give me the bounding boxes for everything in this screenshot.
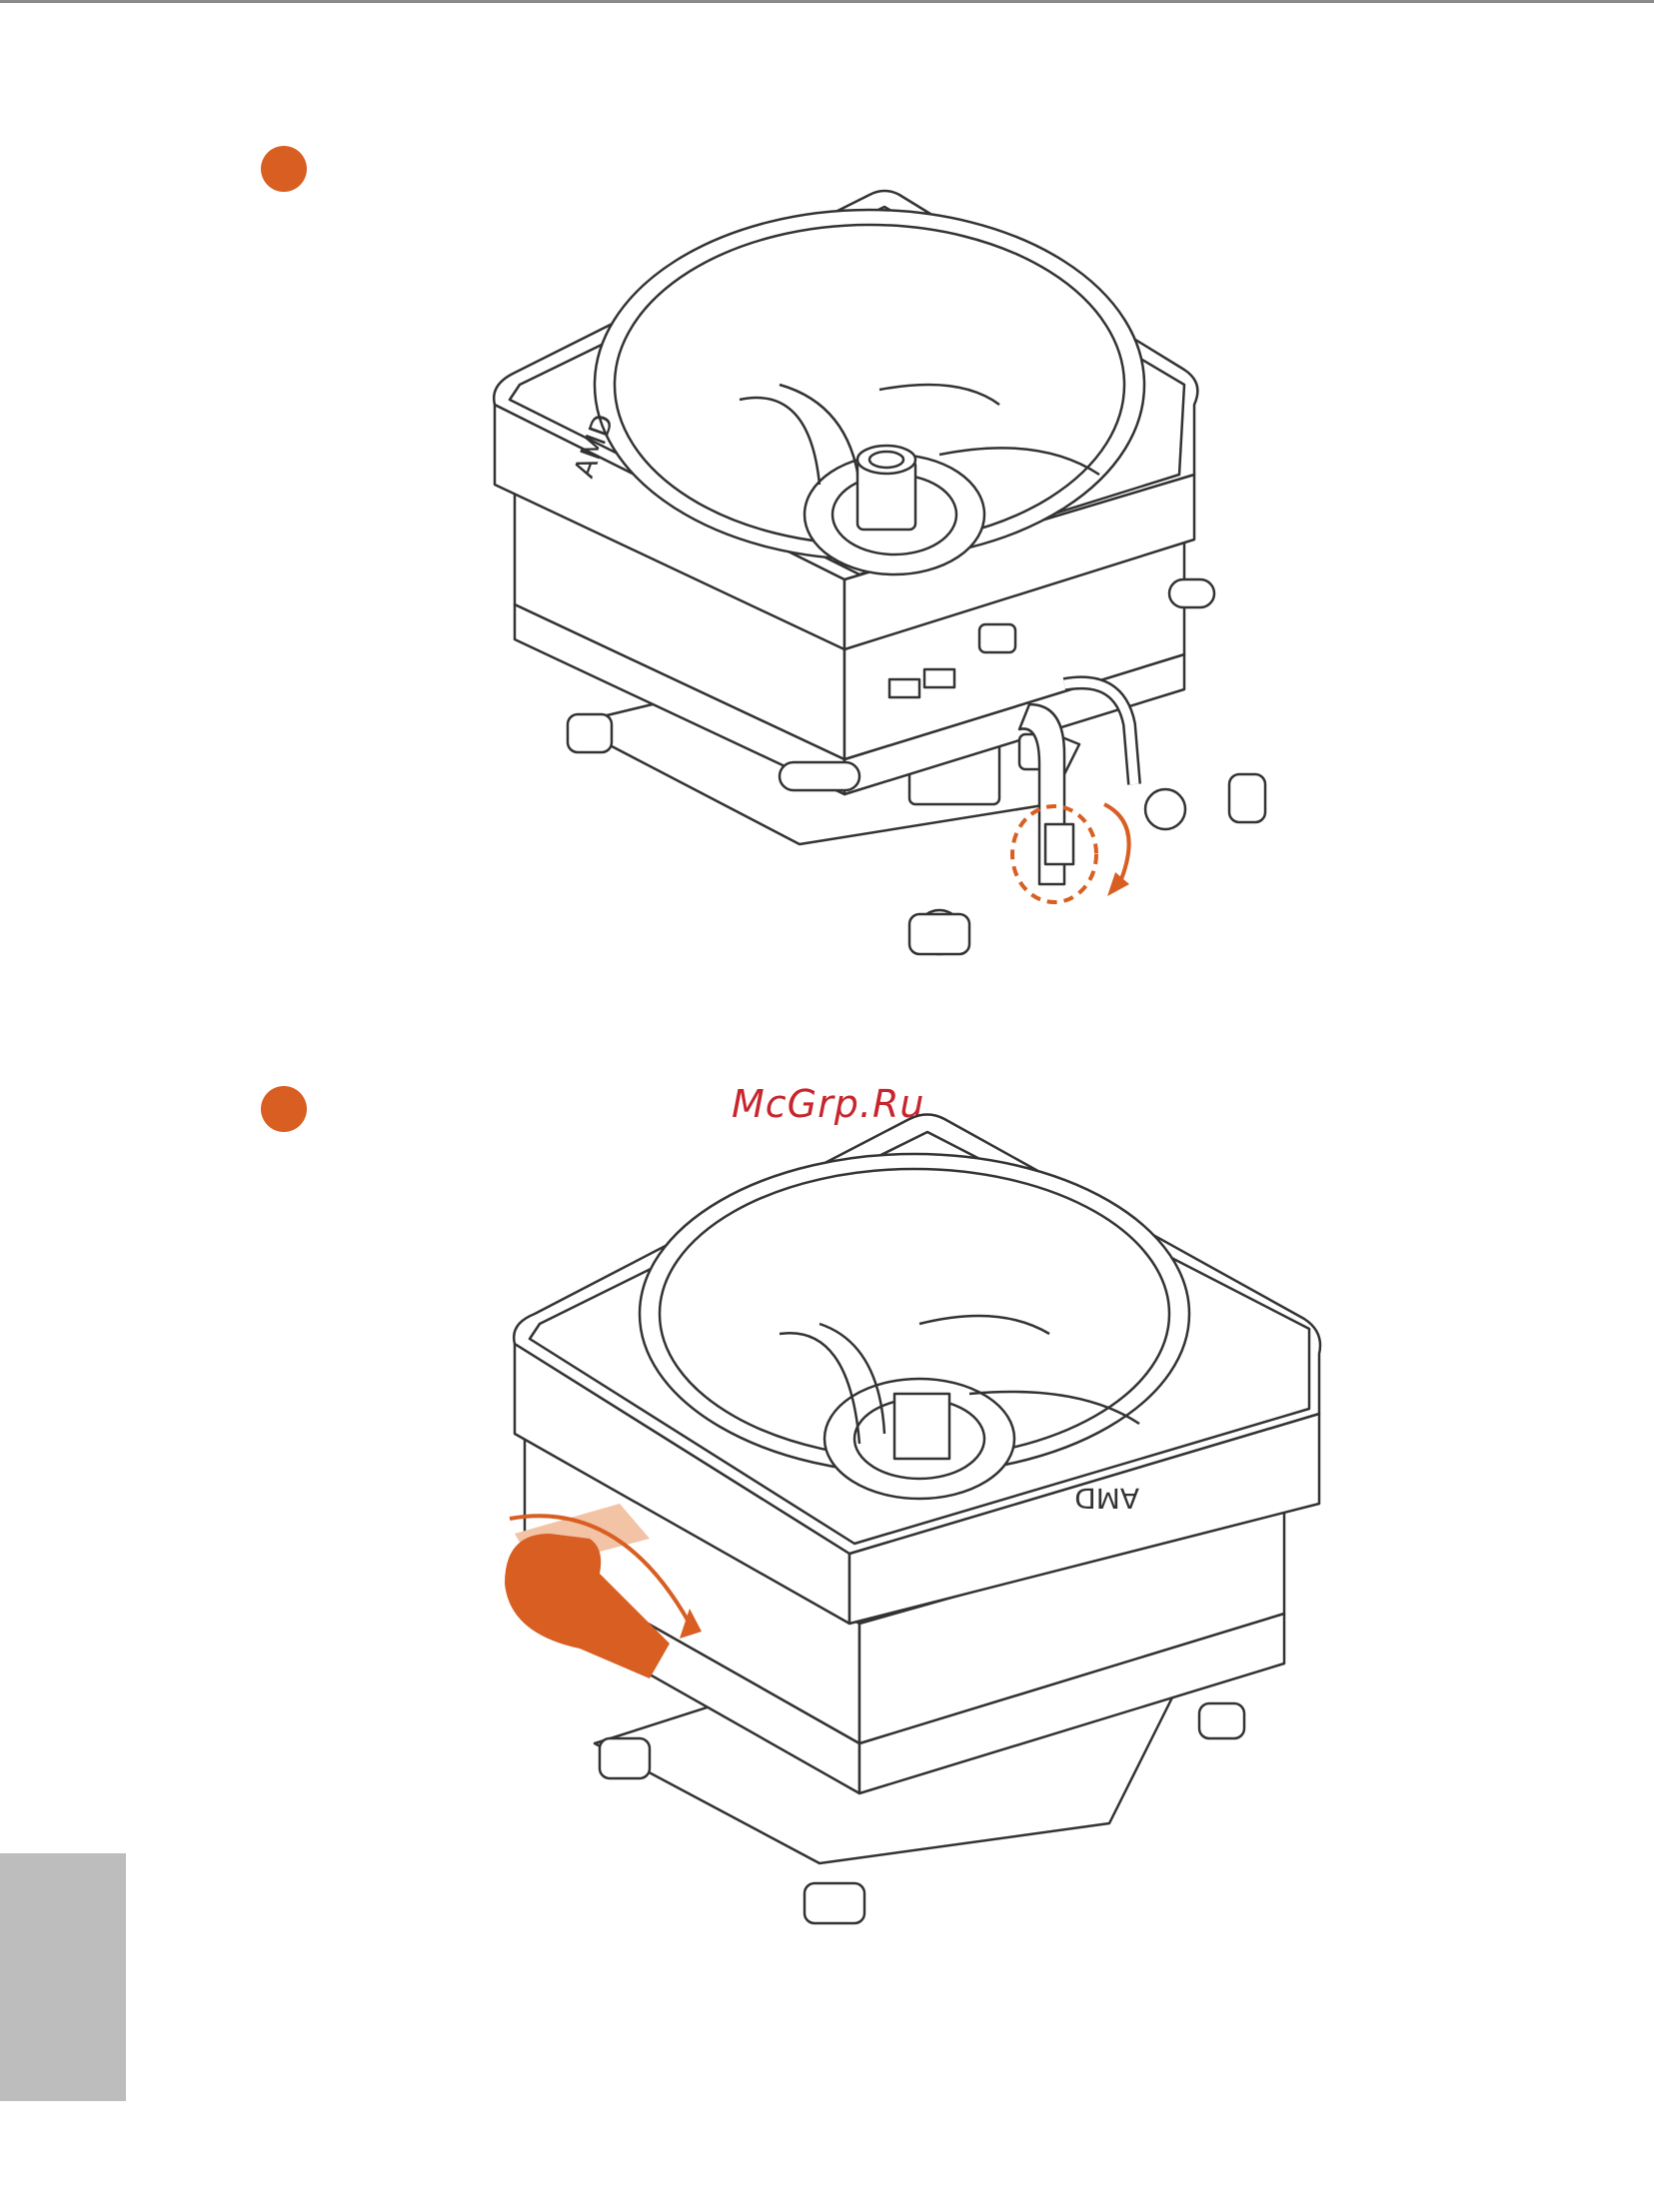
step-marker-2 xyxy=(261,1086,307,1132)
amd-logo-2: AMD xyxy=(1074,1482,1139,1515)
step-marker-1 xyxy=(261,146,307,192)
cooler-illustration-unlock: AMD xyxy=(480,185,1279,984)
cooler-illustration-lever: AMD xyxy=(500,1104,1339,1963)
top-rule xyxy=(0,0,1654,3)
rotate-arrow-1 xyxy=(1104,804,1129,884)
side-tab xyxy=(0,1853,126,2101)
